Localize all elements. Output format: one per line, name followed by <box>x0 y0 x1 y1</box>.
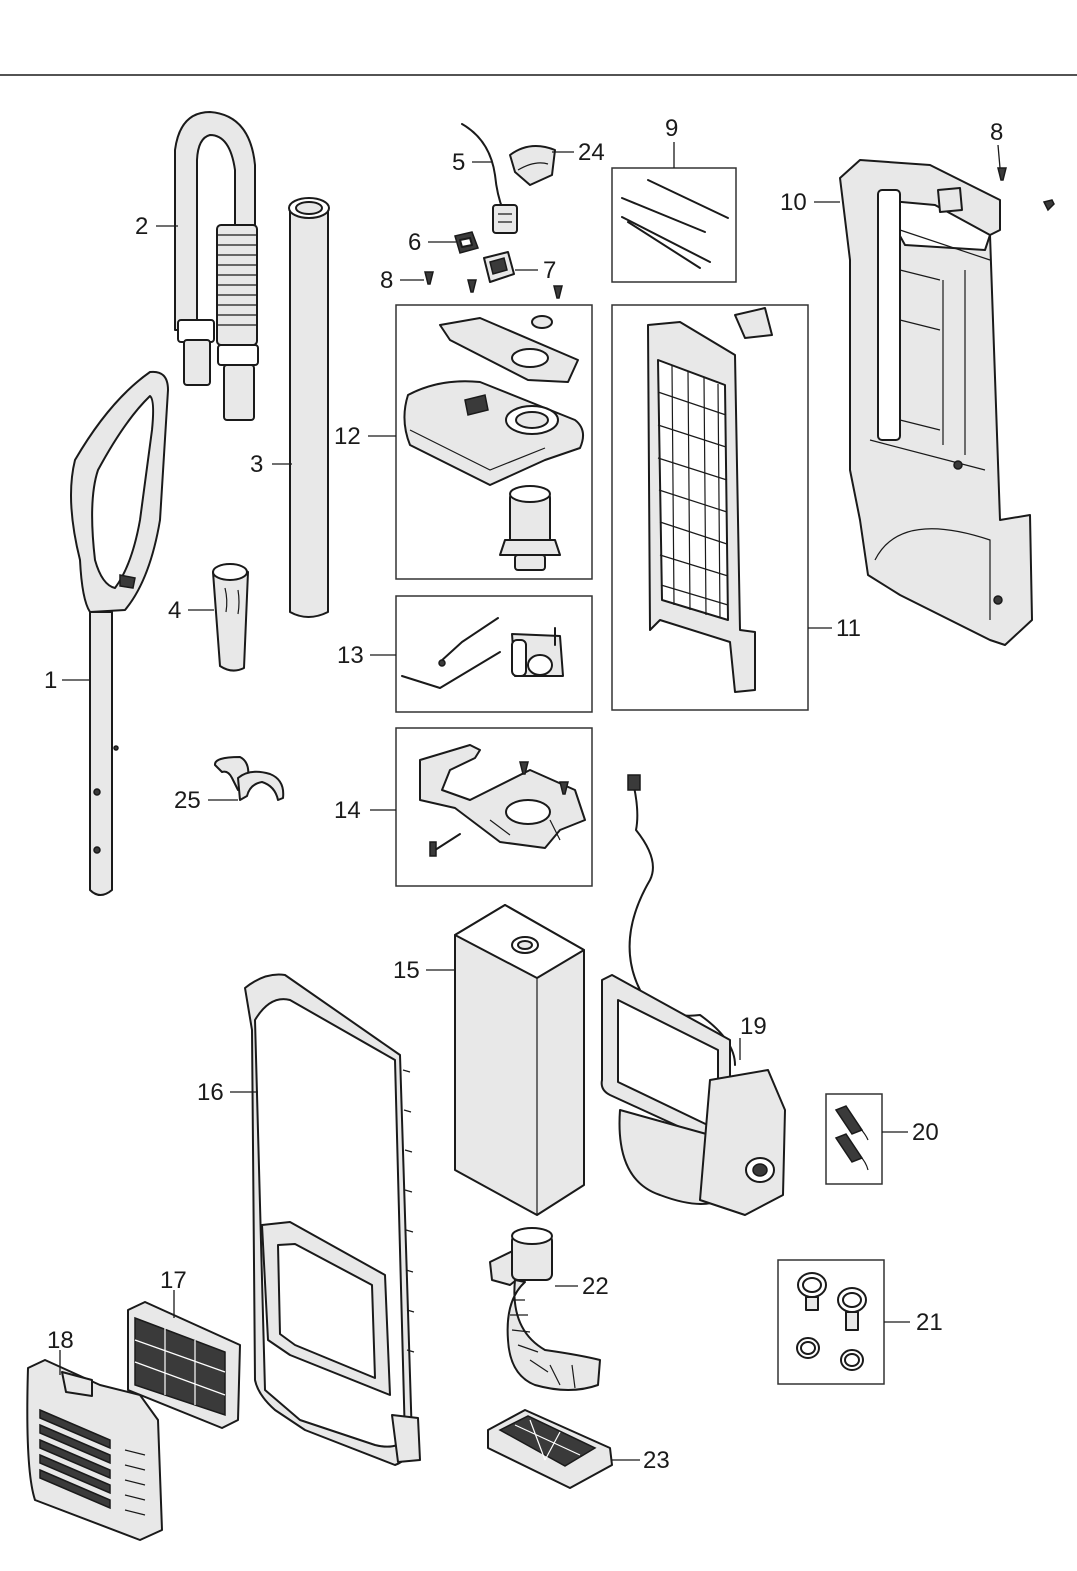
label-22: 22 <box>582 1273 609 1300</box>
part-15-filter-box <box>454 904 585 1216</box>
part-22-hose-connector <box>489 1227 601 1391</box>
label-4: 4 <box>168 597 181 624</box>
label-18: 18 <box>47 1327 74 1354</box>
part-13-box <box>395 595 593 713</box>
label-15: 15 <box>393 957 420 984</box>
label-13: 13 <box>337 642 364 669</box>
part-20-carbon-brushes <box>834 1105 869 1171</box>
part-4-crevice-tool <box>212 563 249 672</box>
label-24: 24 <box>578 139 605 166</box>
part-20-box <box>825 1093 883 1185</box>
part-9-cable-ties <box>621 179 729 269</box>
part-10-body-housing <box>839 159 1033 646</box>
label-21: 21 <box>916 1309 943 1336</box>
label-25: 25 <box>174 787 201 814</box>
label-7: 7 <box>543 257 556 284</box>
label-23: 23 <box>643 1447 670 1474</box>
part-11-box <box>611 304 809 711</box>
label-5: 5 <box>452 149 465 176</box>
label-11: 11 <box>836 615 861 642</box>
part-18-grille-cover <box>26 1359 163 1541</box>
part-6-switch <box>454 231 479 254</box>
part-8-screws <box>424 167 1055 299</box>
part-12-assembly <box>403 315 585 571</box>
label-14: 14 <box>334 797 361 824</box>
part-1-handle <box>70 370 169 896</box>
part-17-hepa-filter <box>127 1301 241 1429</box>
part-11-grid-frame <box>647 307 773 693</box>
part-14-bag-holder <box>419 744 586 857</box>
part-14-box <box>395 727 593 887</box>
label-16: 16 <box>197 1079 224 1106</box>
part-13-parts <box>401 617 564 689</box>
label-8-top-right: 8 <box>990 119 1003 146</box>
part-19-motor <box>600 774 786 1216</box>
part-3-tube <box>288 197 330 618</box>
part-2-hose <box>174 111 259 421</box>
part-21-clamps <box>796 1272 867 1371</box>
label-17: 17 <box>160 1267 187 1294</box>
label-20: 20 <box>912 1119 939 1146</box>
label-2: 2 <box>135 213 148 240</box>
label-10: 10 <box>780 189 807 216</box>
part-25-clip <box>214 756 285 801</box>
label-19: 19 <box>740 1013 767 1040</box>
part-12-box <box>395 304 593 580</box>
part-7-switch <box>483 251 515 283</box>
part-21-box <box>777 1259 885 1385</box>
label-3: 3 <box>250 451 263 478</box>
label-9: 9 <box>665 115 678 142</box>
callout-labels: 1 2 3 4 5 6 7 8 8 9 10 11 12 13 14 15 16… <box>44 115 1003 1474</box>
label-1: 1 <box>44 667 57 694</box>
label-8: 8 <box>380 267 393 294</box>
leader-lines <box>59 142 1001 1461</box>
part-16-front-cover <box>244 973 421 1466</box>
label-6: 6 <box>408 229 421 256</box>
part-9-box <box>611 167 737 283</box>
label-12: 12 <box>334 423 361 450</box>
part-23-filter-tray <box>487 1409 613 1489</box>
part-5-cable-connector <box>461 123 556 234</box>
